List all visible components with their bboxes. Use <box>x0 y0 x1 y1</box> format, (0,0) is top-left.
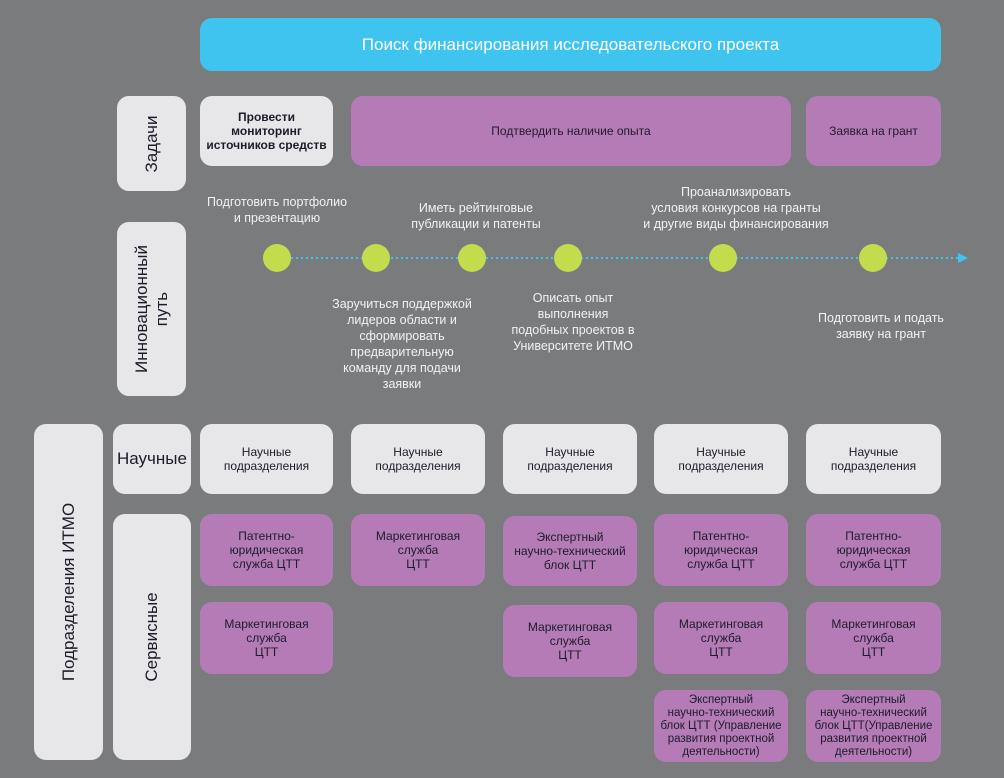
timeline-milestone-5 <box>709 244 737 272</box>
timeline-milestone-1 <box>263 244 291 272</box>
service-cell-col1-patent: Патентно-юридическая служба ЦТТ <box>200 514 333 586</box>
path-note-analyze-contests: Проанализировать условия конкурсов на гр… <box>643 185 829 231</box>
row-label-tasks: Задачи <box>117 96 186 191</box>
row-label-scientific: Научные <box>113 424 191 494</box>
task-confirm-experience: Подтвердить наличие опыта <box>351 96 791 166</box>
timeline-milestones <box>263 244 887 272</box>
scientific-cell-1: Научные подразделения <box>200 424 333 494</box>
scientific-cell-3: Научные подразделения <box>503 424 637 494</box>
path-note-support-team: Заручиться поддержкой лидеров области и … <box>332 297 472 391</box>
timeline-milestone-3 <box>458 244 486 272</box>
path-note-submit-grant: Подготовить и подать заявку на грант <box>818 311 944 341</box>
scientific-cell-2: Научные подразделения <box>351 424 485 494</box>
row-label-service-text: Сервисные <box>142 592 161 682</box>
path-note-publications: Иметь рейтинговые публикации и патенты <box>411 201 541 231</box>
row-label-itmo-divisions: Подразделения ИТМО <box>34 424 103 760</box>
service-cell-col5-patent: Патентно-юридическая служба ЦТТ <box>806 514 941 586</box>
service-cell-col5-expert: Экспертный научно-технический блок ЦТТ(У… <box>806 690 941 762</box>
service-cell-col4-expert: Экспертный научно-технический блок ЦТТ (… <box>654 690 788 762</box>
row-label-itmo-divisions-text: Подразделения ИТМО <box>58 502 78 682</box>
service-cell-col1-marketing: Маркетинговая служба ЦТТ <box>200 602 333 674</box>
page-title: Поиск финансирования исследовательского … <box>200 18 941 71</box>
timeline-milestone-2 <box>362 244 390 272</box>
service-cell-col2-marketing: Маркетинговая служба ЦТТ <box>351 514 485 586</box>
timeline-milestone-6 <box>859 244 887 272</box>
scientific-cell-4: Научные подразделения <box>654 424 788 494</box>
task-grant-application: Заявка на грант <box>806 96 941 166</box>
path-note-describe-experience: Описать опыт выполнения подобных проекто… <box>511 291 635 353</box>
timeline-milestone-4 <box>554 244 582 272</box>
task-monitoring: Провести мониторинг источников средств <box>200 96 333 166</box>
timeline-arrowhead <box>958 253 968 263</box>
service-cell-col3-expert: Экспертный научно-технический блок ЦТТ <box>503 516 637 586</box>
scientific-cell-5: Научные подразделения <box>806 424 941 494</box>
service-cell-col5-marketing: Маркетинговая служба ЦТТ <box>806 602 941 674</box>
service-cell-col3-marketing: Маркетинговая служба ЦТТ <box>503 605 637 677</box>
row-label-innovation-path: Инновационный путь <box>117 222 186 396</box>
service-cell-col4-marketing: Маркетинговая служба ЦТТ <box>654 602 788 674</box>
row-label-service: Сервисные <box>113 514 191 760</box>
path-note-portfolio: Подготовить портфолио и презентацию <box>206 195 348 225</box>
service-cell-col4-patent: Патентно-юридическая служба ЦТТ <box>654 514 788 586</box>
